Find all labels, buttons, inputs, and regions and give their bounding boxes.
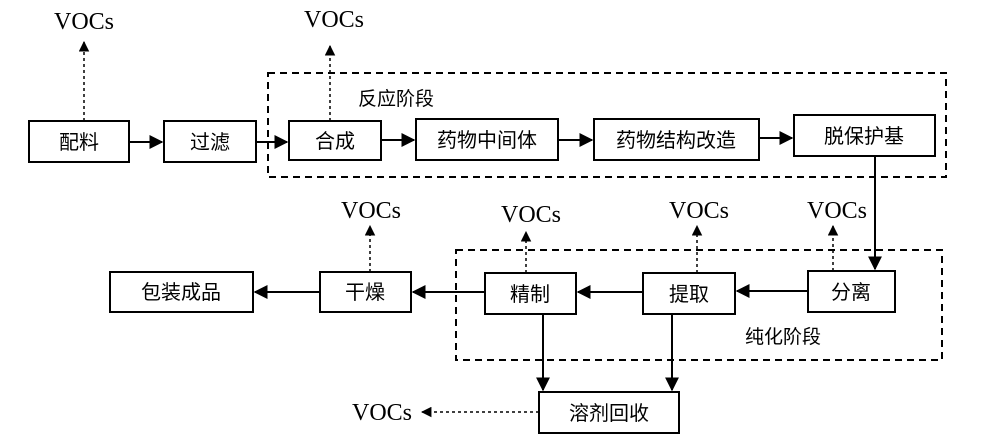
node-fenli-label: 分离 <box>831 280 871 304</box>
node-baozhuang: 包装成品 <box>109 271 254 313</box>
reaction-stage-boundary <box>267 72 947 178</box>
node-zhongjianti: 药物中间体 <box>415 118 559 161</box>
node-guolv: 过滤 <box>163 120 257 163</box>
node-fenli: 分离 <box>807 270 896 313</box>
vocs-label-ganzao: VOCs <box>341 198 401 224</box>
vocs-label-jingzhi: VOCs <box>501 202 561 228</box>
node-jingzhi: 精制 <box>484 272 577 315</box>
node-ganzao: 干燥 <box>319 271 412 313</box>
node-zhongjianti-label: 药物中间体 <box>437 128 537 152</box>
node-jiegou-gaizao-label: 药物结构改造 <box>616 128 736 152</box>
node-peiliao: 配料 <box>28 120 130 163</box>
node-rongji-huishou-label: 溶剂回收 <box>569 401 649 425</box>
node-jingzhi-label: 精制 <box>510 282 550 306</box>
node-hecheng-label: 合成 <box>315 129 355 153</box>
node-jiegou-gaizao: 药物结构改造 <box>593 118 760 161</box>
node-hecheng: 合成 <box>288 120 382 161</box>
node-tuobaohuji-label: 脱保护基 <box>824 124 904 148</box>
node-peiliao-label: 配料 <box>59 130 99 154</box>
node-ganzao-label: 干燥 <box>345 280 385 304</box>
vocs-label-fenli: VOCs <box>807 198 867 224</box>
vocs-label-rongji: VOCs <box>352 400 412 426</box>
node-tiqu: 提取 <box>642 272 736 315</box>
purification-stage-boundary <box>455 249 943 361</box>
node-guolv-label: 过滤 <box>190 130 230 154</box>
vocs-label-peiliao: VOCs <box>54 9 114 35</box>
node-tuobaohuji: 脱保护基 <box>793 114 936 157</box>
reaction-stage-label: 反应阶段 <box>358 88 434 110</box>
node-tiqu-label: 提取 <box>669 282 709 306</box>
vocs-label-hecheng: VOCs <box>304 7 364 33</box>
vocs-label-tiqu: VOCs <box>669 198 729 224</box>
node-baozhuang-label: 包装成品 <box>141 280 221 304</box>
node-rongji-huishou: 溶剂回收 <box>538 391 680 434</box>
purification-stage-label: 纯化阶段 <box>745 326 821 348</box>
